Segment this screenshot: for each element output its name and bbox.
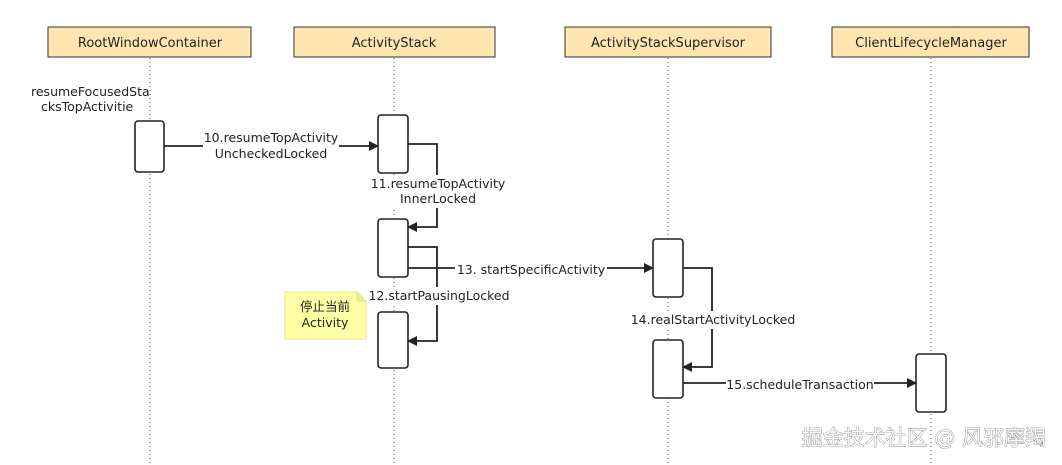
activation-supervisor-2 <box>652 339 684 399</box>
message-13-label: 13. startSpecificActivity <box>457 262 606 277</box>
activation-supervisor-1 <box>652 238 684 298</box>
message-14-label-bg <box>632 311 794 329</box>
activation-activity-stack-2 <box>377 218 409 278</box>
activation-root-window-container <box>134 120 165 173</box>
message-10-label-line1: 10.resumeTopActivity <box>204 130 339 145</box>
activation-activity-stack-1 <box>377 114 409 174</box>
resume-focused-label-line2: cksTopActivitie <box>41 99 134 114</box>
lifeline-header-client-lifecycle-manager: ClientLifecycleManager <box>831 26 1030 58</box>
message-15-label: 15.scheduleTransaction <box>726 377 873 392</box>
message-15-label-bg <box>726 376 874 393</box>
message-13-label-bg <box>455 261 607 278</box>
message-12-label-bg <box>368 287 510 305</box>
note-label-line1: 停止当前 <box>300 299 350 314</box>
root-window-container-label: RootWindowContainer <box>78 36 223 51</box>
activation-client-lifecycle-manager <box>915 353 947 413</box>
lifeline-header-activity-stack-supervisor: ActivityStackSupervisor <box>564 26 772 58</box>
lifeline-header-activity-stack: ActivityStack <box>293 26 496 58</box>
message-11-label-line1: 11.resumeTopActivity <box>371 176 506 191</box>
resume-focused-label-line1: resumeFocusedSta <box>31 84 150 99</box>
message-11-label-line2: InnerLocked <box>400 191 476 206</box>
message-12-label: 12.startPausingLocked <box>368 288 509 303</box>
activation-activity-stack-3 <box>377 311 409 369</box>
message-10-label-line2: UncheckedLocked <box>215 146 328 161</box>
message-14-label: 14.realStartActivityLocked <box>631 312 796 327</box>
client-lifecycle-manager-label: ClientLifecycleManager <box>855 36 1007 51</box>
watermark-text: 掘金技术社区 @ 风邪摩羯 <box>802 426 1046 450</box>
lifeline-header-root-window-container: RootWindowContainer <box>47 26 252 58</box>
note-stop-current-activity: 停止当前 Activity <box>284 290 368 340</box>
message-11-label-bg <box>370 175 506 208</box>
message-10-label-bg <box>203 130 339 164</box>
activity-stack-label: ActivityStack <box>352 36 437 51</box>
activity-stack-supervisor-label: ActivityStackSupervisor <box>591 36 746 51</box>
note-label-line2: Activity <box>302 315 349 330</box>
